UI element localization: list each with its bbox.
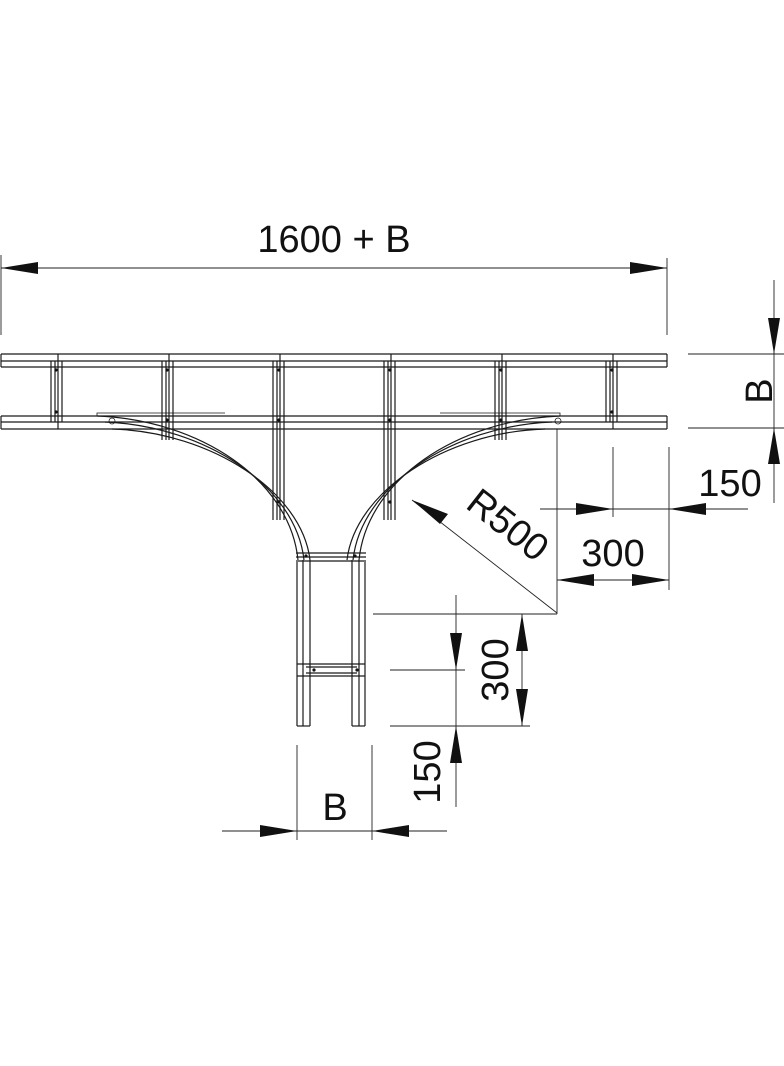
rung bbox=[605, 354, 618, 429]
overall-width-dimension: 1600 + B bbox=[0, 219, 668, 335]
branch-ladder bbox=[296, 552, 366, 727]
overall-width-label: 1600 + B bbox=[257, 219, 410, 261]
radius-dimension: R500 bbox=[411, 481, 558, 614]
right-width-dimension: B bbox=[688, 280, 784, 503]
rung bbox=[383, 354, 396, 520]
bottom-width-dimension: B bbox=[222, 745, 447, 840]
right-offset-dimensions: 150 300 bbox=[540, 429, 762, 614]
vertical-300-label: 300 bbox=[475, 638, 517, 701]
rung bbox=[50, 354, 63, 429]
right-offset-150-label: 150 bbox=[698, 463, 761, 505]
bottom-width-label: B bbox=[322, 787, 347, 829]
rung bbox=[272, 354, 285, 520]
vertical-dimensions: 300 150 bbox=[373, 595, 557, 807]
branch-curves bbox=[96, 415, 561, 561]
right-width-label: B bbox=[739, 378, 781, 403]
right-offset-300-label: 300 bbox=[581, 533, 644, 575]
vertical-150-label: 150 bbox=[407, 740, 449, 803]
radius-label: R500 bbox=[459, 481, 556, 570]
main-ladder bbox=[0, 353, 668, 520]
